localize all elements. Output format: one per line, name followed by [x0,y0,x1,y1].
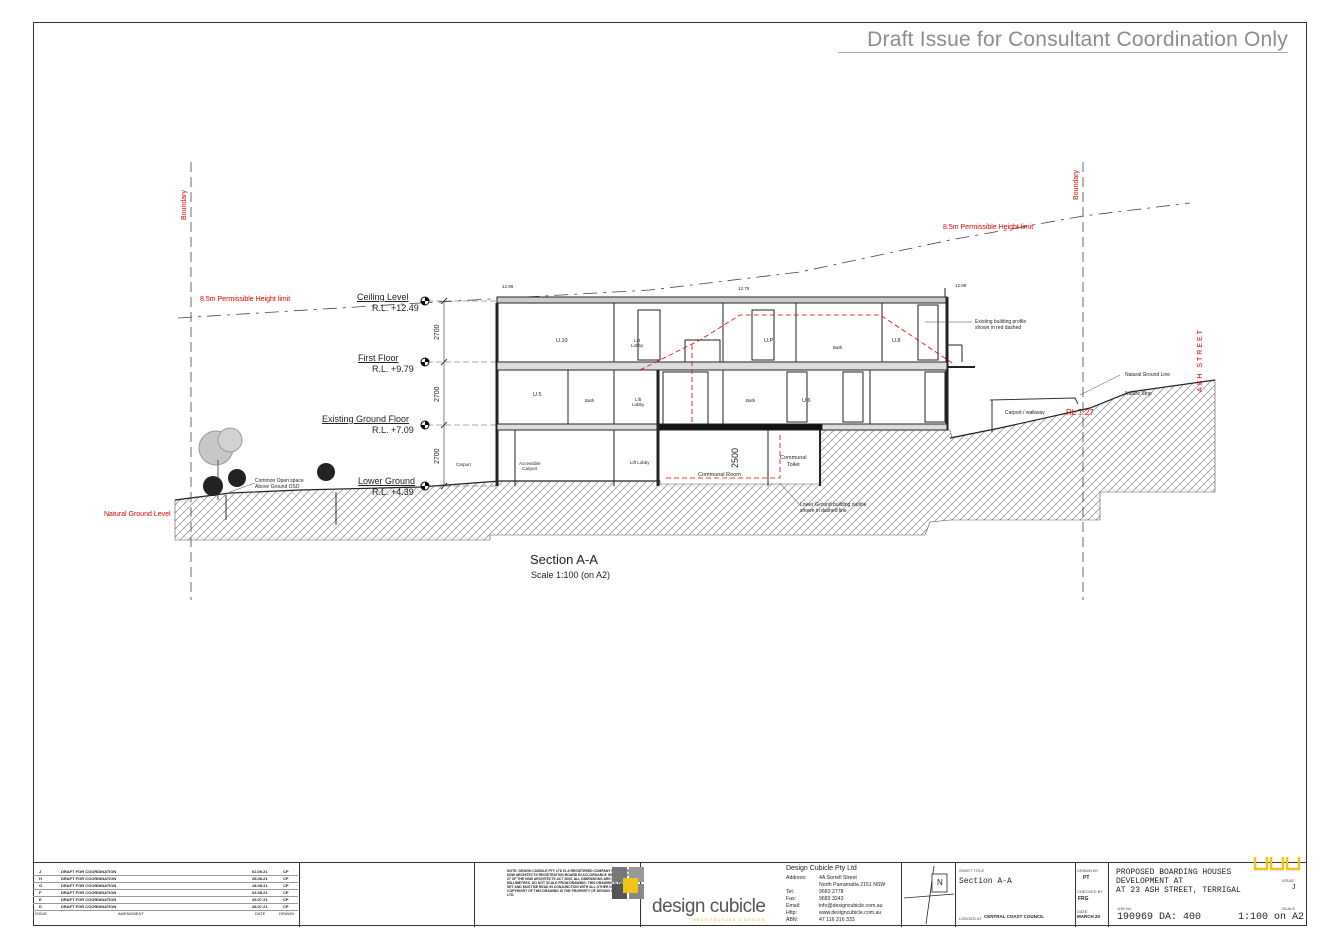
rl-top-a: 12.99 [502,284,514,289]
height-limit-line [177,202,1191,319]
company-contact: Address:4A Sorrell Street North Parramat… [786,875,886,923]
company-logo-text: design cubicle [652,896,766,917]
checked-value: FRG [1078,896,1089,902]
room-u10: U.10 [556,338,568,344]
level-rl-lower: R.L. +4.39 [372,487,414,497]
room-u5: U.5 [533,392,542,398]
draft-notice: Draft Issue for Consultant Coordination … [867,28,1288,51]
ash-street-label: ASH STREET [1197,328,1204,392]
scale-label: SCALE [1282,906,1296,911]
divider [474,863,475,927]
room-u8: U.8 [892,338,901,344]
job-label: JOB No. [1117,906,1133,911]
level-name-first: First Floor [358,353,399,363]
level-rl-first: R.L. +9.79 [372,364,414,374]
company-logo-subtitle: ARCHITECTURE & DESIGN [693,917,766,922]
room-accessible-carport: Accessible Carport [519,461,541,471]
divider [955,863,956,927]
room-lift-lobby-2: Lift Lobby [632,397,645,407]
job-value: 190969 DA: 400 [1117,912,1202,923]
checked-label: CHECKED BY [1077,889,1104,894]
section-scale: Scale 1:100 (on A2) [531,570,611,580]
brand-mark-icon [1253,857,1301,871]
existing-profile [639,314,956,371]
dimension-4: 2500 [730,447,740,468]
height-limit-label-right: 8.5m Permissible Height limit [943,224,1034,231]
project-title: PROPOSED BOARDING HOUSES DEVELOPMENT AT … [1116,868,1241,895]
level-name-lower: Lower Ground [358,476,416,486]
level-name-ceiling: Ceiling Level [357,292,409,302]
notes: NOTE: DESIGN CUBICLE PTY LTD IS A REGIST… [507,869,636,897]
carport-walkway-label: Carport / walkway [1005,410,1045,416]
natural-ground-level-label: Natural Ground Level [104,511,171,518]
section-title: Section A-A [530,552,598,567]
nature-strip-label: Nature Strip [1125,391,1152,397]
building-section [495,288,975,486]
level-rl-ceiling: R.L. +12.49 [372,303,419,313]
divider [1108,863,1109,927]
room-bath-2: Bath [585,398,595,403]
drawn-value: PT [1083,875,1090,881]
boundary-label-left: Boundary [181,190,188,220]
date-label: DATE [1077,909,1088,914]
rl-top-b: 12.79 [738,286,750,291]
level-name-ground: Existing Ground Floor [322,414,410,424]
rl-top-c: 12.99 [955,283,967,288]
issue-value: J [1292,884,1296,891]
divider [901,863,902,927]
lower-ground-outline-label: Lower Ground building outline shown in d… [800,502,867,514]
trees [198,427,337,525]
room-u6: U.6 [802,398,811,404]
carport-structure [989,397,1079,405]
draft-underline [838,52,1288,53]
communal-room-label: Communal Room [698,472,741,478]
existing-profile-label: Existing building profile shown in red d… [975,319,1027,331]
room-bath-3: Bath [746,398,756,403]
north-label: N [937,878,943,887]
divider [299,863,300,927]
north-arrow-icon [904,866,954,924]
height-limit-label-left: 8.5m Permissible Height limit [200,296,291,303]
dimension-2: 2700 [434,386,441,402]
dimension-3: 2700 [434,448,441,464]
lodged-value: CENTRAL COAST COUNCIL [984,914,1045,919]
lodged-label: LODGED AT [959,916,982,921]
communal-toilet-label: Communal Toilet [780,455,807,468]
boundary-label-right: Boundary [1073,170,1080,200]
open-space-label: Common Open space Above Ground OSD [255,478,304,490]
level-rl-ground: R.L. +7.09 [372,425,414,435]
company-logo-icon [612,867,644,899]
room-lift-lobby-1: Lift Lobby [631,338,644,348]
natural-ground-line [174,480,660,501]
room-up: U.P [764,338,774,344]
room-lift-lobby-3: Lift Lobby [630,460,650,465]
dimension-1: 2700 [434,324,441,340]
level-markers [420,296,430,491]
room-bath-1: Bath [833,345,843,350]
divider [1075,863,1076,927]
rl-727-label: RL 7.27 [1066,408,1094,417]
natural-ground-line-label: Natural Ground Line [1125,372,1171,378]
sheet-title: Section A-A [959,877,1012,886]
sheet-title-label: SHEET TITLE [959,868,985,873]
issue-label: ISSUE [1282,878,1295,883]
drawn-label: DRAWN BY [1077,868,1099,873]
room-carport: Carport [456,462,472,467]
company-name: Design Cubicle Pty Ltd [786,865,857,872]
ground-hatch [174,379,1216,541]
scale-value: 1:100 on A2 [1238,912,1305,923]
date-value: MARCH 20 [1077,914,1101,919]
